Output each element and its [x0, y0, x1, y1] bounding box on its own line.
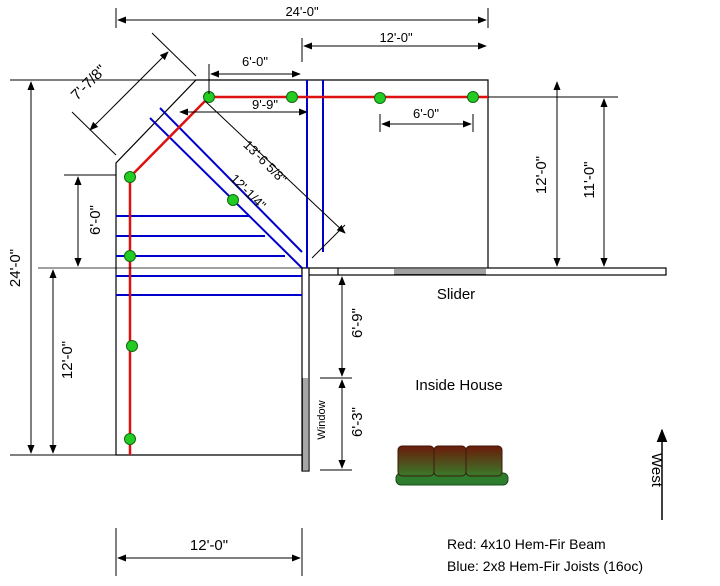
legend-red: Red: 4x10 Hem-Fir Beam: [447, 536, 606, 552]
posts: [124, 91, 479, 445]
post: [286, 91, 298, 103]
window-label: Window: [316, 400, 328, 439]
post: [124, 250, 136, 262]
dim-diag-7: 7'-7/8": [68, 62, 110, 104]
dim-left-24: 24'-0": [7, 249, 24, 287]
legend-blue: Blue: 2x8 Hem-Fir Joists (16oc): [447, 558, 643, 574]
post: [126, 340, 138, 352]
post: [467, 91, 479, 103]
dim-left-12: 12'-0": [59, 341, 76, 379]
dim-bottom-12: 12'-0": [190, 537, 228, 554]
dim-right-11: 11'-0": [581, 161, 598, 198]
dim-right-6ft: 6'-0": [413, 106, 439, 121]
post: [227, 194, 239, 206]
inside-house-label: Inside House: [415, 377, 503, 394]
post: [124, 433, 136, 445]
west-label: West: [648, 453, 665, 488]
dim-top-right: 12'-0": [379, 30, 413, 45]
dim-top-6ft: 6'-0": [242, 54, 268, 69]
couch-icon: [395, 445, 509, 486]
dim-mid-6-3: 6'-3": [349, 407, 366, 437]
dim-diag-13: 13'-6 5/8": [240, 137, 290, 187]
post: [374, 92, 386, 104]
beam: [128, 95, 488, 455]
slider-label: Slider: [437, 286, 475, 303]
dim-diag-12: 12'-1/4": [227, 171, 269, 213]
post: [124, 171, 136, 183]
dim-top-total: 24'-0": [285, 4, 319, 19]
window: [302, 378, 308, 470]
dim-left-6: 6'-0": [87, 205, 104, 235]
slider-door: [394, 269, 486, 275]
dim-right-12: 12'-0": [533, 156, 550, 194]
dim-inner-9-9: 9'-9": [252, 97, 278, 112]
dim-mid-6-9: 6'-9": [349, 308, 366, 338]
dimension-lines: [10, 8, 668, 576]
